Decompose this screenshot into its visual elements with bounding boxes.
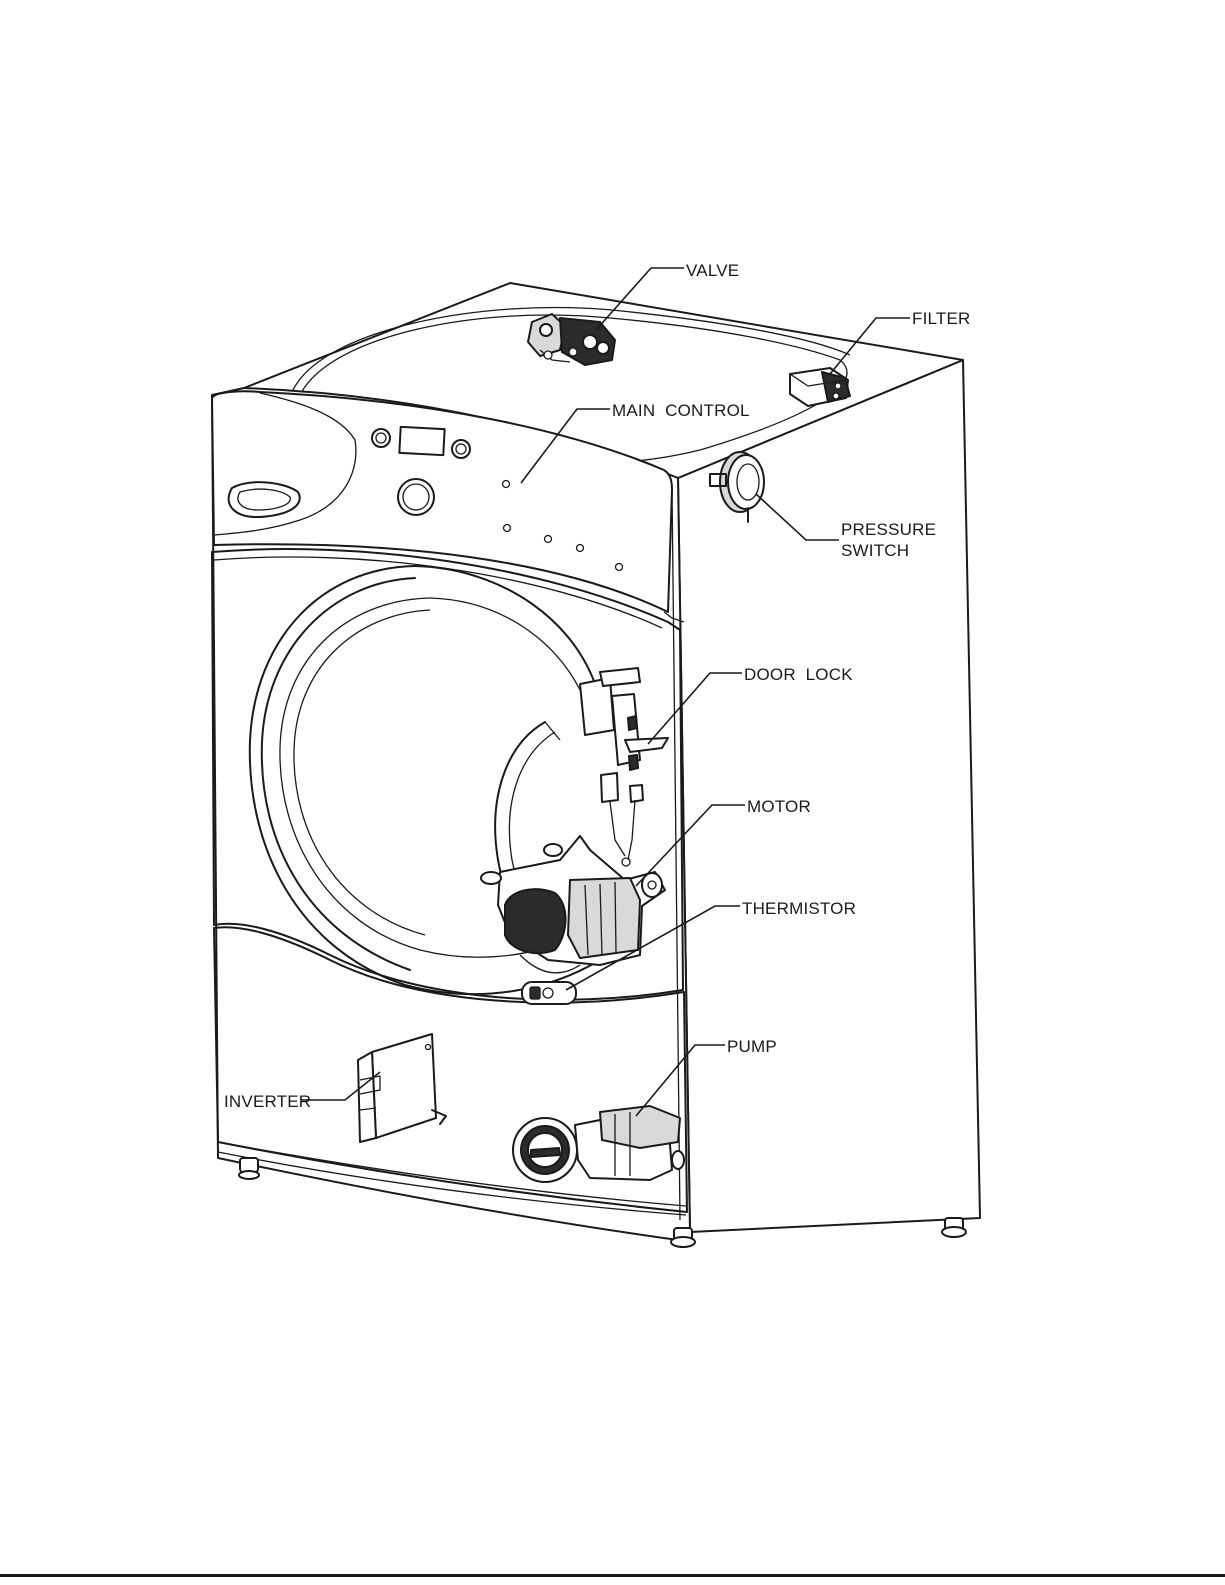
valve-label: VALVE — [686, 261, 739, 280]
motor-label: MOTOR — [747, 797, 811, 816]
main-control-label: MAIN CONTROL — [612, 401, 750, 420]
thermistor-component — [522, 982, 576, 1004]
washer-cabinet — [212, 283, 980, 1247]
pressure-switch-label-line2: SWITCH — [841, 541, 909, 560]
thermistor-label: THERMISTOR — [742, 899, 856, 918]
pump-label: PUMP — [727, 1037, 777, 1056]
pressure-switch-label: PRESSURE — [841, 520, 936, 539]
door-lock-label: DOOR LOCK — [744, 665, 853, 684]
inverter-label: INVERTER — [224, 1092, 311, 1111]
page-bottom-rule — [0, 1574, 1225, 1577]
filter-label: FILTER — [912, 309, 971, 328]
